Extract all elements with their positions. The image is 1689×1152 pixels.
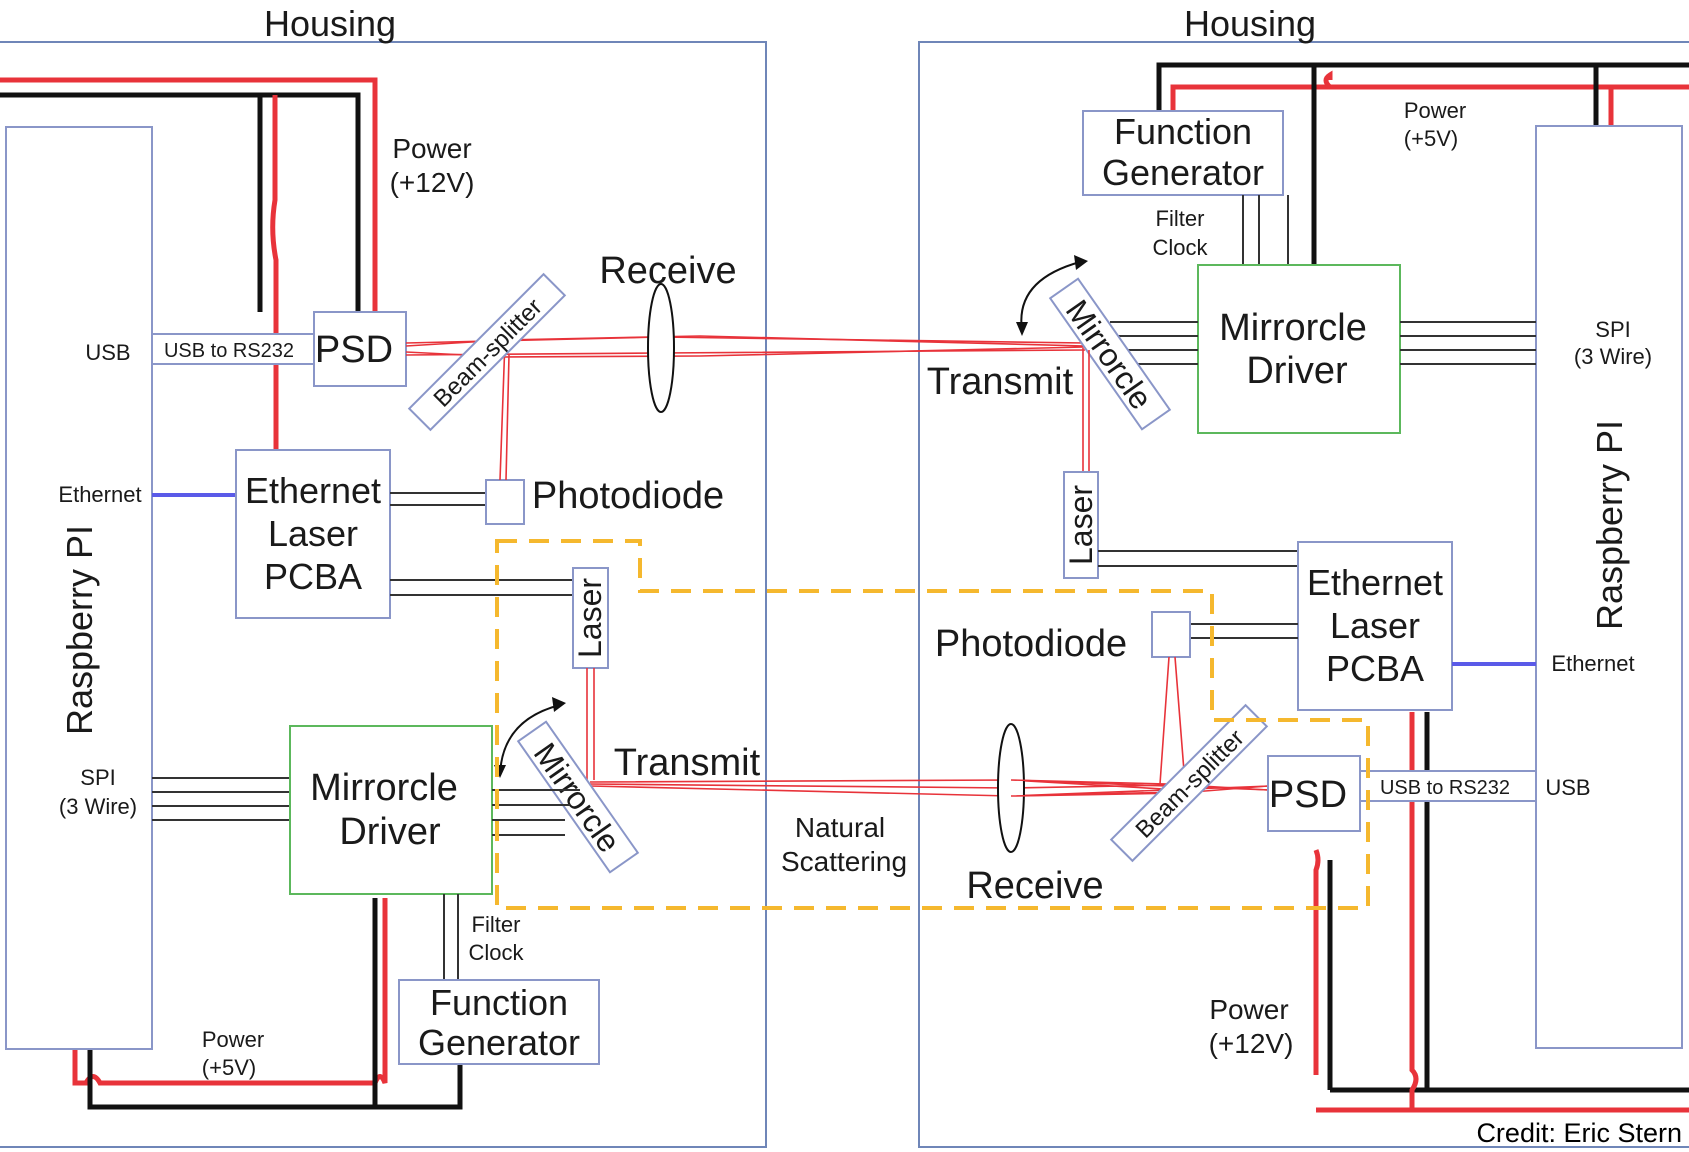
svg-text:(+5V): (+5V) <box>1404 126 1458 151</box>
right-power-small-label: Power (+5V) <box>1404 98 1466 151</box>
svg-text:Mirrorcle: Mirrorcle <box>527 736 628 859</box>
right-function-generator: Function Generator <box>1082 110 1284 196</box>
svg-text:(3 Wire): (3 Wire) <box>1574 344 1652 369</box>
right-receive-label: Receive <box>966 865 1103 907</box>
svg-text:Laser: Laser <box>1063 485 1099 565</box>
svg-text:Power: Power <box>1209 994 1288 1025</box>
svg-text:USB to RS232: USB to RS232 <box>1380 777 1510 799</box>
svg-text:Filter: Filter <box>472 912 521 937</box>
right-receive-lens: Receive <box>966 723 1104 907</box>
right-rotation-arrow-icon <box>1020 261 1081 331</box>
left-filter-clock: Filter Clock <box>468 912 524 965</box>
svg-text:Mirrorcle: Mirrorcle <box>1219 307 1367 349</box>
svg-text:Laser: Laser <box>572 578 608 658</box>
svg-text:Clock: Clock <box>468 940 524 965</box>
svg-text:PSD: PSD <box>1269 774 1347 816</box>
left-spi-wire-label: (3 Wire) <box>59 794 137 819</box>
left-psd-label: PSD <box>315 329 393 371</box>
right-housing: Housing <box>918 3 1689 1148</box>
right-photodiode-label: Photodiode <box>935 623 1127 665</box>
svg-text:Laser: Laser <box>268 513 358 554</box>
svg-text:(+5V): (+5V) <box>202 1055 256 1080</box>
svg-text:Driver: Driver <box>339 811 441 853</box>
left-spi-label: SPI <box>80 765 115 790</box>
svg-text:Ethernet: Ethernet <box>1307 562 1443 603</box>
svg-text:Ethernet: Ethernet <box>1551 651 1634 676</box>
svg-text:Laser: Laser <box>1330 605 1420 646</box>
svg-text:Mirrorcle: Mirrorcle <box>310 767 458 809</box>
left-raspberry-pi: Raspberry PI USB Ethernet SPI (3 Wire) <box>5 126 153 1050</box>
svg-text:(+12V): (+12V) <box>390 167 475 198</box>
left-rotation-arrow-icon <box>499 704 561 776</box>
right-raspberry-pi-label: Raspberry PI <box>1589 420 1630 630</box>
right-psd: PSD <box>1267 755 1361 832</box>
left-laser: Laser <box>572 567 609 669</box>
right-housing-label: Housing <box>1184 3 1316 44</box>
right-transmit-label: Transmit <box>927 361 1074 403</box>
right-raspberry-pi: Raspberry PI SPI (3 Wire) Ethernet USB <box>1535 125 1683 1049</box>
left-raspberry-pi-label: Raspberry PI <box>59 525 100 735</box>
svg-text:Clock: Clock <box>1152 235 1208 260</box>
right-photodiode: Photodiode <box>935 611 1191 665</box>
credit-label: Credit: Eric Stern <box>1476 1118 1682 1148</box>
svg-text:Generator: Generator <box>418 1022 580 1063</box>
svg-text:Mirrorcle: Mirrorcle <box>1059 293 1160 416</box>
svg-text:Power: Power <box>1404 98 1466 123</box>
left-function-generator: Function Generator <box>398 979 600 1065</box>
left-psd: PSD <box>313 311 407 387</box>
left-mirrorcle-driver: Mirrorcle Driver <box>289 725 493 895</box>
right-mirrorcle: Mirrorcle <box>1048 277 1172 431</box>
right-usb-rs232: USB to RS232 <box>1359 770 1537 802</box>
right-arrowhead-icon <box>1074 255 1088 270</box>
left-beam-paths <box>405 335 1086 481</box>
svg-text:(+12V): (+12V) <box>1209 1028 1294 1059</box>
left-beam-splitter: Beam-splitter <box>407 272 567 432</box>
svg-text:Function: Function <box>430 982 568 1023</box>
left-usb-label: USB <box>85 340 130 365</box>
svg-text:Function: Function <box>1114 111 1252 152</box>
svg-text:Scattering: Scattering <box>781 846 907 877</box>
left-housing: Housing <box>0 3 767 1148</box>
right-power-wiring <box>1156 62 1689 1113</box>
natural-scattering-label: Natural Scattering <box>781 812 907 877</box>
svg-text:Driver: Driver <box>1246 350 1348 392</box>
svg-text:Ethernet: Ethernet <box>245 470 381 511</box>
left-photodiode-label: Photodiode <box>532 475 724 517</box>
svg-text:Power: Power <box>392 133 471 164</box>
right-laser: Laser <box>1063 471 1099 579</box>
svg-text:Natural: Natural <box>795 812 885 843</box>
svg-text:USB: USB <box>1545 775 1590 800</box>
right-ethernet-laser-pcba: Ethernet Laser PCBA <box>1297 541 1453 711</box>
svg-text:SPI: SPI <box>1595 317 1630 342</box>
left-usb-rs232-label: USB to RS232 <box>164 340 294 362</box>
svg-text:PCBA: PCBA <box>264 556 362 597</box>
right-filter-clock: Filter Clock <box>1152 206 1208 260</box>
right-mirrorcle-driver: Mirrorcle Driver <box>1197 264 1401 434</box>
left-housing-label: Housing <box>264 3 396 44</box>
left-transmit-label: Transmit <box>614 742 761 784</box>
left-power-small-label: Power (+5V) <box>202 1027 264 1080</box>
svg-text:Power: Power <box>202 1027 264 1052</box>
left-ethernet-laser-pcba: Ethernet Laser PCBA <box>235 449 391 619</box>
left-receive-label: Receive <box>599 250 736 292</box>
svg-text:Beam-splitter: Beam-splitter <box>429 294 548 413</box>
svg-text:PCBA: PCBA <box>1326 648 1424 689</box>
left-power-label: Power (+12V) <box>390 133 475 198</box>
svg-text:Filter: Filter <box>1156 206 1205 231</box>
svg-text:Generator: Generator <box>1102 152 1264 193</box>
left-receive-lens: Receive <box>599 250 737 413</box>
left-photodiode: Photodiode <box>485 475 724 525</box>
right-power-label: Power (+12V) <box>1209 994 1294 1059</box>
left-arrowhead-icon <box>552 697 566 712</box>
left-usb-rs232: USB to RS232 <box>151 333 315 365</box>
left-ethernet-label: Ethernet <box>58 482 141 507</box>
